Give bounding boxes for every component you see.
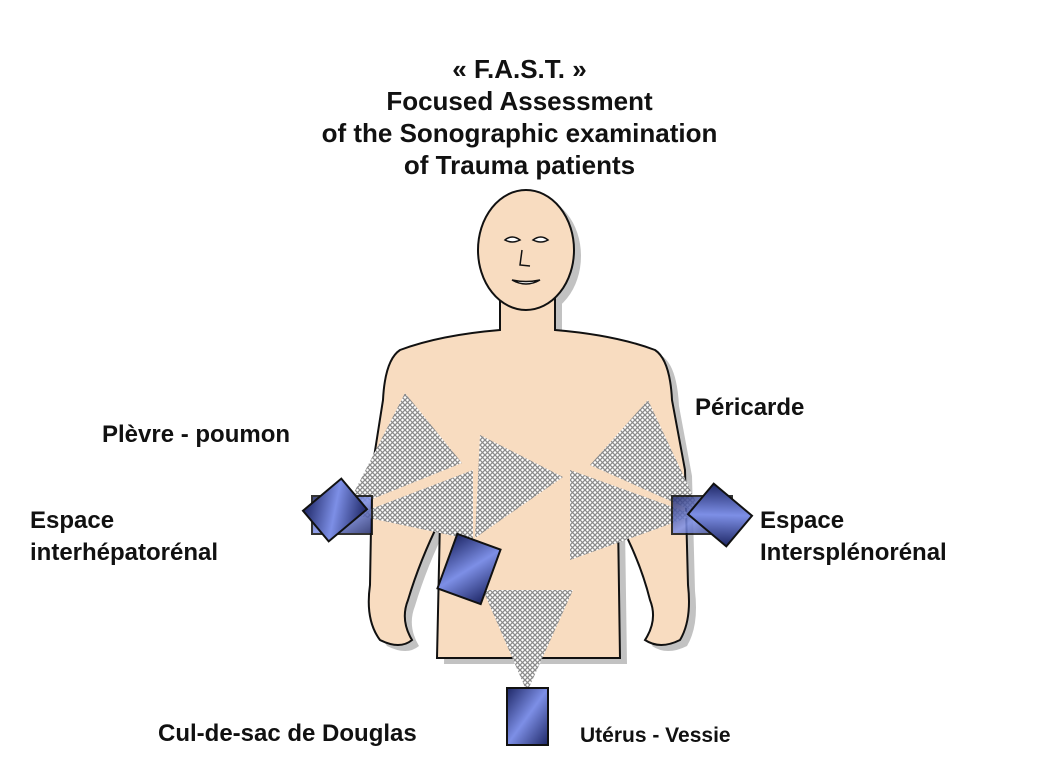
title-line-1: « F.A.S.T. »	[452, 54, 587, 84]
label-hepatorenal-2: interhépatorénal	[30, 539, 219, 566]
head	[477, 189, 575, 311]
beam-pleural-right	[590, 400, 702, 515]
beam-pleural-left	[345, 393, 462, 510]
label-hepatorenal-1: Espace	[30, 507, 115, 534]
label-splenorenal-2: Intersplénorénal	[760, 539, 947, 566]
label-pericardium: Péricarde	[695, 394, 805, 421]
title-line-2: Focused Assessment	[386, 86, 653, 116]
beam-pericardial	[475, 435, 563, 538]
beam-hepatorenal	[355, 470, 473, 540]
label-douglas: Cul-de-sac de Douglas	[158, 720, 417, 747]
probe-right	[686, 482, 754, 548]
face	[503, 236, 550, 285]
title-line-4: of Trauma patients	[403, 150, 636, 180]
ultrasound-beams	[345, 393, 702, 692]
label-bladder: Utérus - Vessie	[580, 724, 731, 747]
probe-bottom	[506, 687, 549, 746]
label-splenorenal-1: Espace	[760, 507, 845, 534]
ultrasound-probes	[301, 477, 754, 746]
probe-middle	[436, 532, 502, 606]
title-line-3: of the Sonographic examination	[321, 118, 718, 148]
beam-splenorenal	[570, 470, 695, 560]
beam-pelvic	[483, 590, 573, 692]
probe-left	[301, 477, 369, 543]
label-pleural: Plèvre - poumon	[102, 421, 291, 448]
